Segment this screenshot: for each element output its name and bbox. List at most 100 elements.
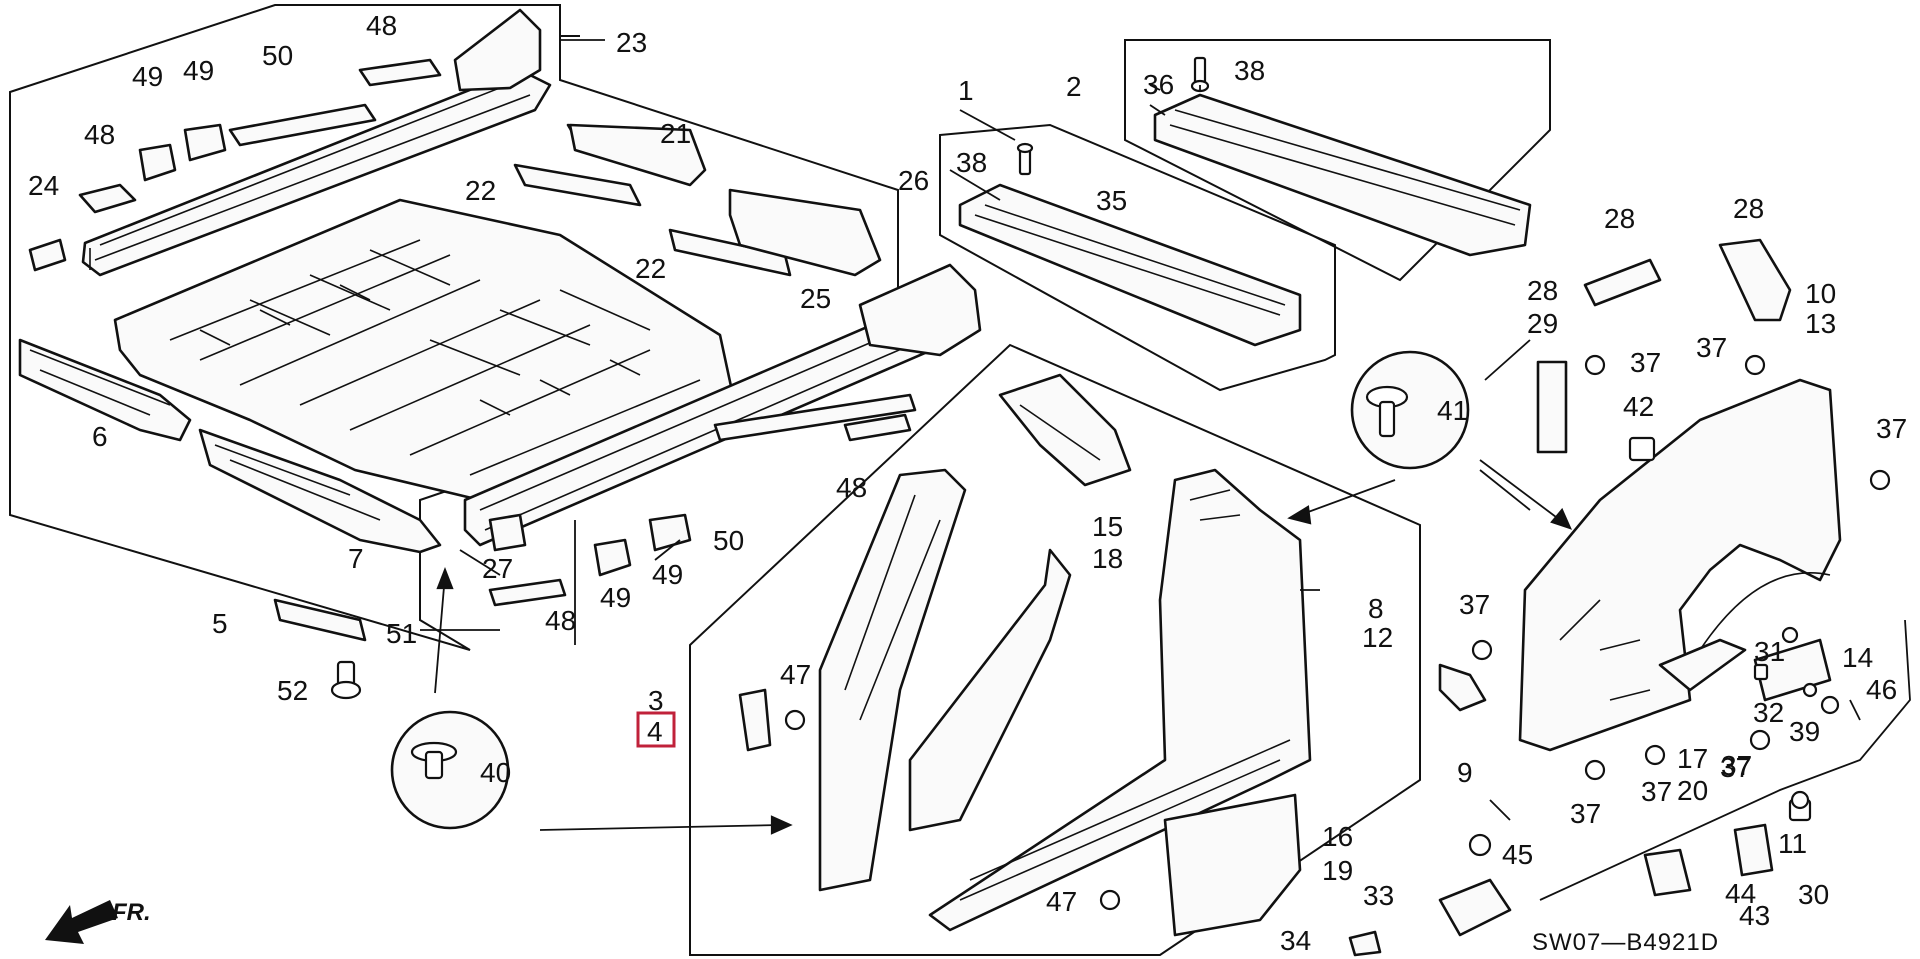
- callout-29[interactable]: 29: [1527, 308, 1558, 339]
- callout-17[interactable]: 17: [1677, 743, 1708, 774]
- callout-15[interactable]: 15: [1092, 511, 1123, 542]
- callout-30[interactable]: 30: [1798, 879, 1829, 910]
- callout-28-b[interactable]: 28: [1733, 193, 1764, 224]
- callout-40[interactable]: 40: [480, 757, 511, 788]
- callout-42[interactable]: 42: [1623, 391, 1654, 422]
- callout-44[interactable]: 44: [1725, 878, 1756, 909]
- trim-28-29[interactable]: [1536, 360, 1568, 454]
- callout-25[interactable]: 25: [800, 283, 831, 314]
- callout-37-h[interactable]: 37: [1720, 752, 1751, 783]
- callout-3[interactable]: 3: [648, 685, 664, 716]
- callout-35[interactable]: 35: [1096, 185, 1127, 216]
- sill-bracket-24[interactable]: [28, 238, 67, 272]
- callout-22-b[interactable]: 22: [635, 253, 666, 284]
- side-panel-outer-8[interactable]: [908, 548, 1072, 832]
- callout-51[interactable]: 51: [386, 618, 417, 649]
- callout-37-a[interactable]: 37: [1630, 347, 1661, 378]
- callout-12[interactable]: 12: [1362, 622, 1393, 653]
- floor-bracket-25[interactable]: [728, 188, 882, 277]
- callout-1[interactable]: 1: [958, 75, 974, 106]
- callout-49-c[interactable]: 49: [600, 582, 631, 613]
- bracket-51[interactable]: [273, 598, 367, 642]
- callout-9[interactable]: 9: [1457, 757, 1473, 788]
- floor-stiffener-lower[interactable]: [513, 163, 642, 207]
- lock-33[interactable]: [1438, 878, 1512, 937]
- callout-37-b[interactable]: 37: [1696, 332, 1727, 363]
- gusset-49d[interactable]: [648, 513, 692, 552]
- gusset-49a[interactable]: [138, 143, 177, 182]
- callout-13[interactable]: 13: [1805, 308, 1836, 339]
- sill-pad-a[interactable]: [78, 183, 137, 214]
- callout-37-f[interactable]: 37: [1641, 776, 1672, 807]
- fuel-cable-30[interactable]: [1539, 619, 1911, 901]
- callout-2[interactable]: 2: [1066, 71, 1082, 102]
- bracket-43[interactable]: [1733, 823, 1774, 877]
- sill-pad-f[interactable]: [488, 578, 567, 607]
- callout-27[interactable]: 27: [482, 553, 513, 584]
- clip-34[interactable]: [1348, 930, 1382, 957]
- callout-19[interactable]: 19: [1322, 855, 1353, 886]
- callout-31[interactable]: 31: [1754, 636, 1785, 667]
- callout-48-c[interactable]: 48: [836, 472, 867, 503]
- callout-47-b[interactable]: 47: [1046, 886, 1077, 917]
- callout-32[interactable]: 32: [1753, 697, 1784, 728]
- callout-10[interactable]: 10: [1805, 278, 1836, 309]
- callout-28-c[interactable]: 28: [1527, 275, 1558, 306]
- a-pillar-15[interactable]: [998, 373, 1132, 487]
- callout-26[interactable]: 26: [898, 165, 929, 196]
- rear-crossmember[interactable]: [198, 428, 442, 554]
- callout-6[interactable]: 6: [92, 421, 108, 452]
- callout-20[interactable]: 20: [1677, 775, 1708, 806]
- bracket-9[interactable]: [1438, 663, 1487, 712]
- callout-28-a[interactable]: 28: [1604, 203, 1635, 234]
- callout-14[interactable]: 14: [1842, 642, 1873, 673]
- trim-28-a[interactable]: [1583, 258, 1662, 307]
- callout-23[interactable]: 23: [616, 27, 647, 58]
- callout-38-a[interactable]: 38: [956, 147, 987, 178]
- lower-gusset-16[interactable]: [1163, 793, 1302, 937]
- callout-49-d[interactable]: 49: [652, 559, 683, 590]
- callout-22-a[interactable]: 22: [465, 175, 496, 206]
- callout-21[interactable]: 21: [660, 118, 691, 149]
- sill-pad-e[interactable]: [843, 413, 912, 442]
- callout-16[interactable]: 16: [1322, 821, 1353, 852]
- callout-52[interactable]: 52: [277, 675, 308, 706]
- callout-38-b[interactable]: 38: [1234, 55, 1265, 86]
- sill-pad-c[interactable]: [358, 58, 442, 87]
- callout-50-a[interactable]: 50: [262, 40, 293, 71]
- brace-17[interactable]: [1658, 638, 1747, 692]
- right-sill-extension[interactable]: [858, 263, 982, 357]
- gusset-49c[interactable]: [593, 538, 632, 577]
- floor-bracket-21[interactable]: [568, 123, 707, 187]
- callout-41[interactable]: 41: [1437, 395, 1468, 426]
- front-crossmember[interactable]: [18, 338, 192, 442]
- callout-48-d[interactable]: 48: [545, 605, 576, 636]
- callout-7[interactable]: 7: [348, 543, 364, 574]
- sill-pad-b[interactable]: [228, 103, 377, 147]
- callout-11[interactable]: 11: [1778, 828, 1807, 859]
- callout-50-b[interactable]: 50: [713, 525, 744, 556]
- callout-37-e[interactable]: 37: [1570, 798, 1601, 829]
- callout-37-c[interactable]: 37: [1876, 413, 1907, 444]
- callout-37-g[interactable]: 37: [1721, 750, 1752, 781]
- callout-24[interactable]: 24: [28, 170, 59, 201]
- trim-28-b[interactable]: [1718, 238, 1792, 322]
- hinge-bracket[interactable]: [738, 688, 772, 752]
- callout-8[interactable]: 8: [1368, 593, 1384, 624]
- sill-bracket-27[interactable]: [488, 513, 527, 552]
- callout-34[interactable]: 34: [1280, 925, 1311, 956]
- side-panel-inner-3[interactable]: [818, 468, 967, 892]
- gusset-49b[interactable]: [183, 123, 227, 162]
- callout-49-a[interactable]: 49: [132, 61, 163, 92]
- callout-18[interactable]: 18: [1092, 543, 1123, 574]
- callout-47-a[interactable]: 47: [780, 659, 811, 690]
- callout-43[interactable]: 43: [1739, 900, 1770, 931]
- callout-4[interactable]: 4: [647, 716, 663, 747]
- callout-49-b[interactable]: 49: [183, 55, 214, 86]
- callout-33[interactable]: 33: [1363, 880, 1394, 911]
- callout-45[interactable]: 45: [1502, 839, 1533, 870]
- left-sill-extension[interactable]: [453, 8, 542, 92]
- quarter-panel-10[interactable]: [1518, 378, 1842, 752]
- callout-5[interactable]: 5: [212, 608, 228, 639]
- bracket-44[interactable]: [1643, 848, 1692, 897]
